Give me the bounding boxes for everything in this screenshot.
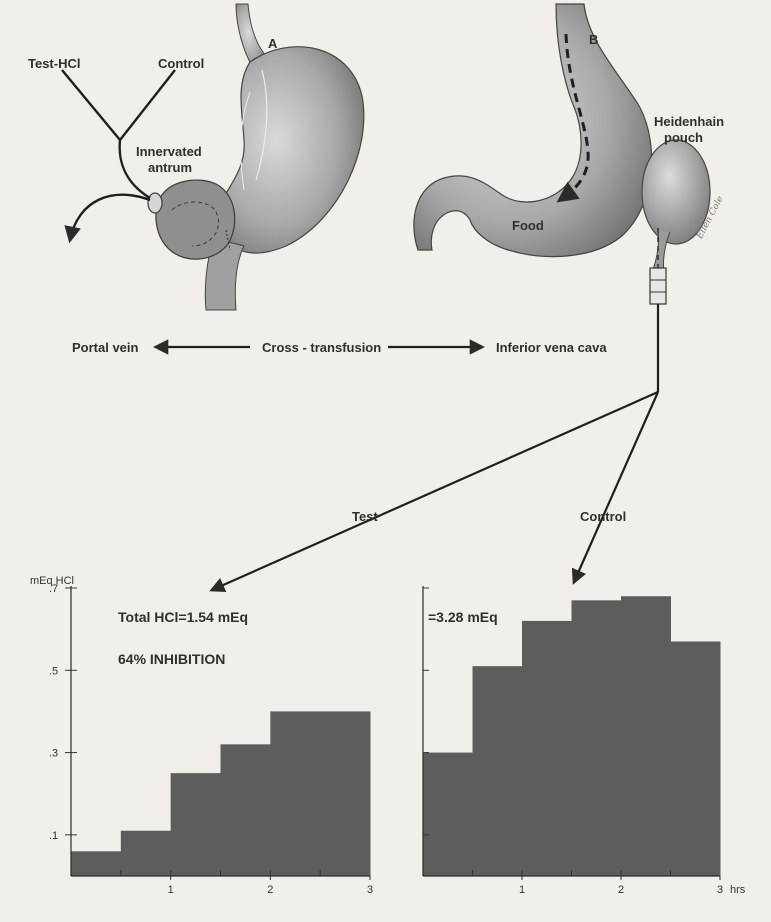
test-branch-label: Test	[352, 509, 378, 524]
heidenhain-label-line1: Heidenhain	[654, 114, 724, 129]
arrow-control	[574, 392, 658, 582]
histogram-bar	[71, 851, 121, 876]
panel-a-label: A	[268, 36, 278, 51]
histogram-bar	[473, 666, 523, 876]
x-tick-label: 3	[717, 884, 723, 896]
histogram-bar	[572, 600, 622, 876]
panel-b-label: B	[589, 32, 598, 47]
histogram-bar	[423, 753, 473, 876]
food-label: Food	[512, 218, 544, 233]
control-hcl-chart: =3.28 mEq 1 2 3 hrs	[423, 586, 746, 896]
x-tick-label: 2	[267, 884, 273, 896]
x-tick-label: 1	[168, 884, 174, 896]
inferior-vena-cava-label: Inferior vena cava	[496, 340, 607, 355]
arrow-test	[212, 392, 658, 590]
test-hcl-label: Test-HCl	[28, 56, 80, 71]
control-total-annotation: =3.28 mEq	[428, 609, 498, 625]
histogram-bar	[522, 621, 572, 876]
histogram-bar	[671, 641, 721, 876]
cross-transfusion-label: Cross - transfusion	[262, 340, 381, 355]
y-tick-label: .7	[49, 583, 58, 595]
control-branch-label: Control	[580, 509, 626, 524]
total-hcl-annotation: Total HCl=1.54 mEq	[118, 609, 248, 625]
y-tick-label: .3	[49, 748, 58, 760]
histogram-bar	[270, 711, 320, 876]
heidenhain-label-line2: pouch	[664, 130, 703, 145]
x-unit-label: hrs	[730, 884, 746, 896]
x-tick-label: 1	[519, 884, 525, 896]
histogram-bar	[320, 711, 370, 876]
histogram-bar	[121, 831, 171, 876]
y-tick-label: .5	[49, 665, 58, 677]
portal-vein-label: Portal vein	[72, 340, 139, 355]
histogram-bar	[171, 773, 221, 876]
control-tube-label: Control	[158, 56, 204, 71]
innervated-label-line1: Innervated	[136, 144, 202, 159]
innervated-label-line2: antrum	[148, 160, 192, 175]
histogram-bar	[221, 744, 271, 876]
y-tick-label: .1	[49, 830, 58, 842]
inhibition-annotation: 64% INHIBITION	[118, 651, 225, 667]
histogram-bar	[621, 596, 671, 876]
stomach-b-illustration	[414, 4, 710, 392]
test-hcl-chart: mEq HCl Total HCl=1.54 mEq 64% INHIBITIO…	[30, 575, 373, 896]
x-tick-label: 3	[367, 884, 373, 896]
x-tick-label: 2	[618, 884, 624, 896]
